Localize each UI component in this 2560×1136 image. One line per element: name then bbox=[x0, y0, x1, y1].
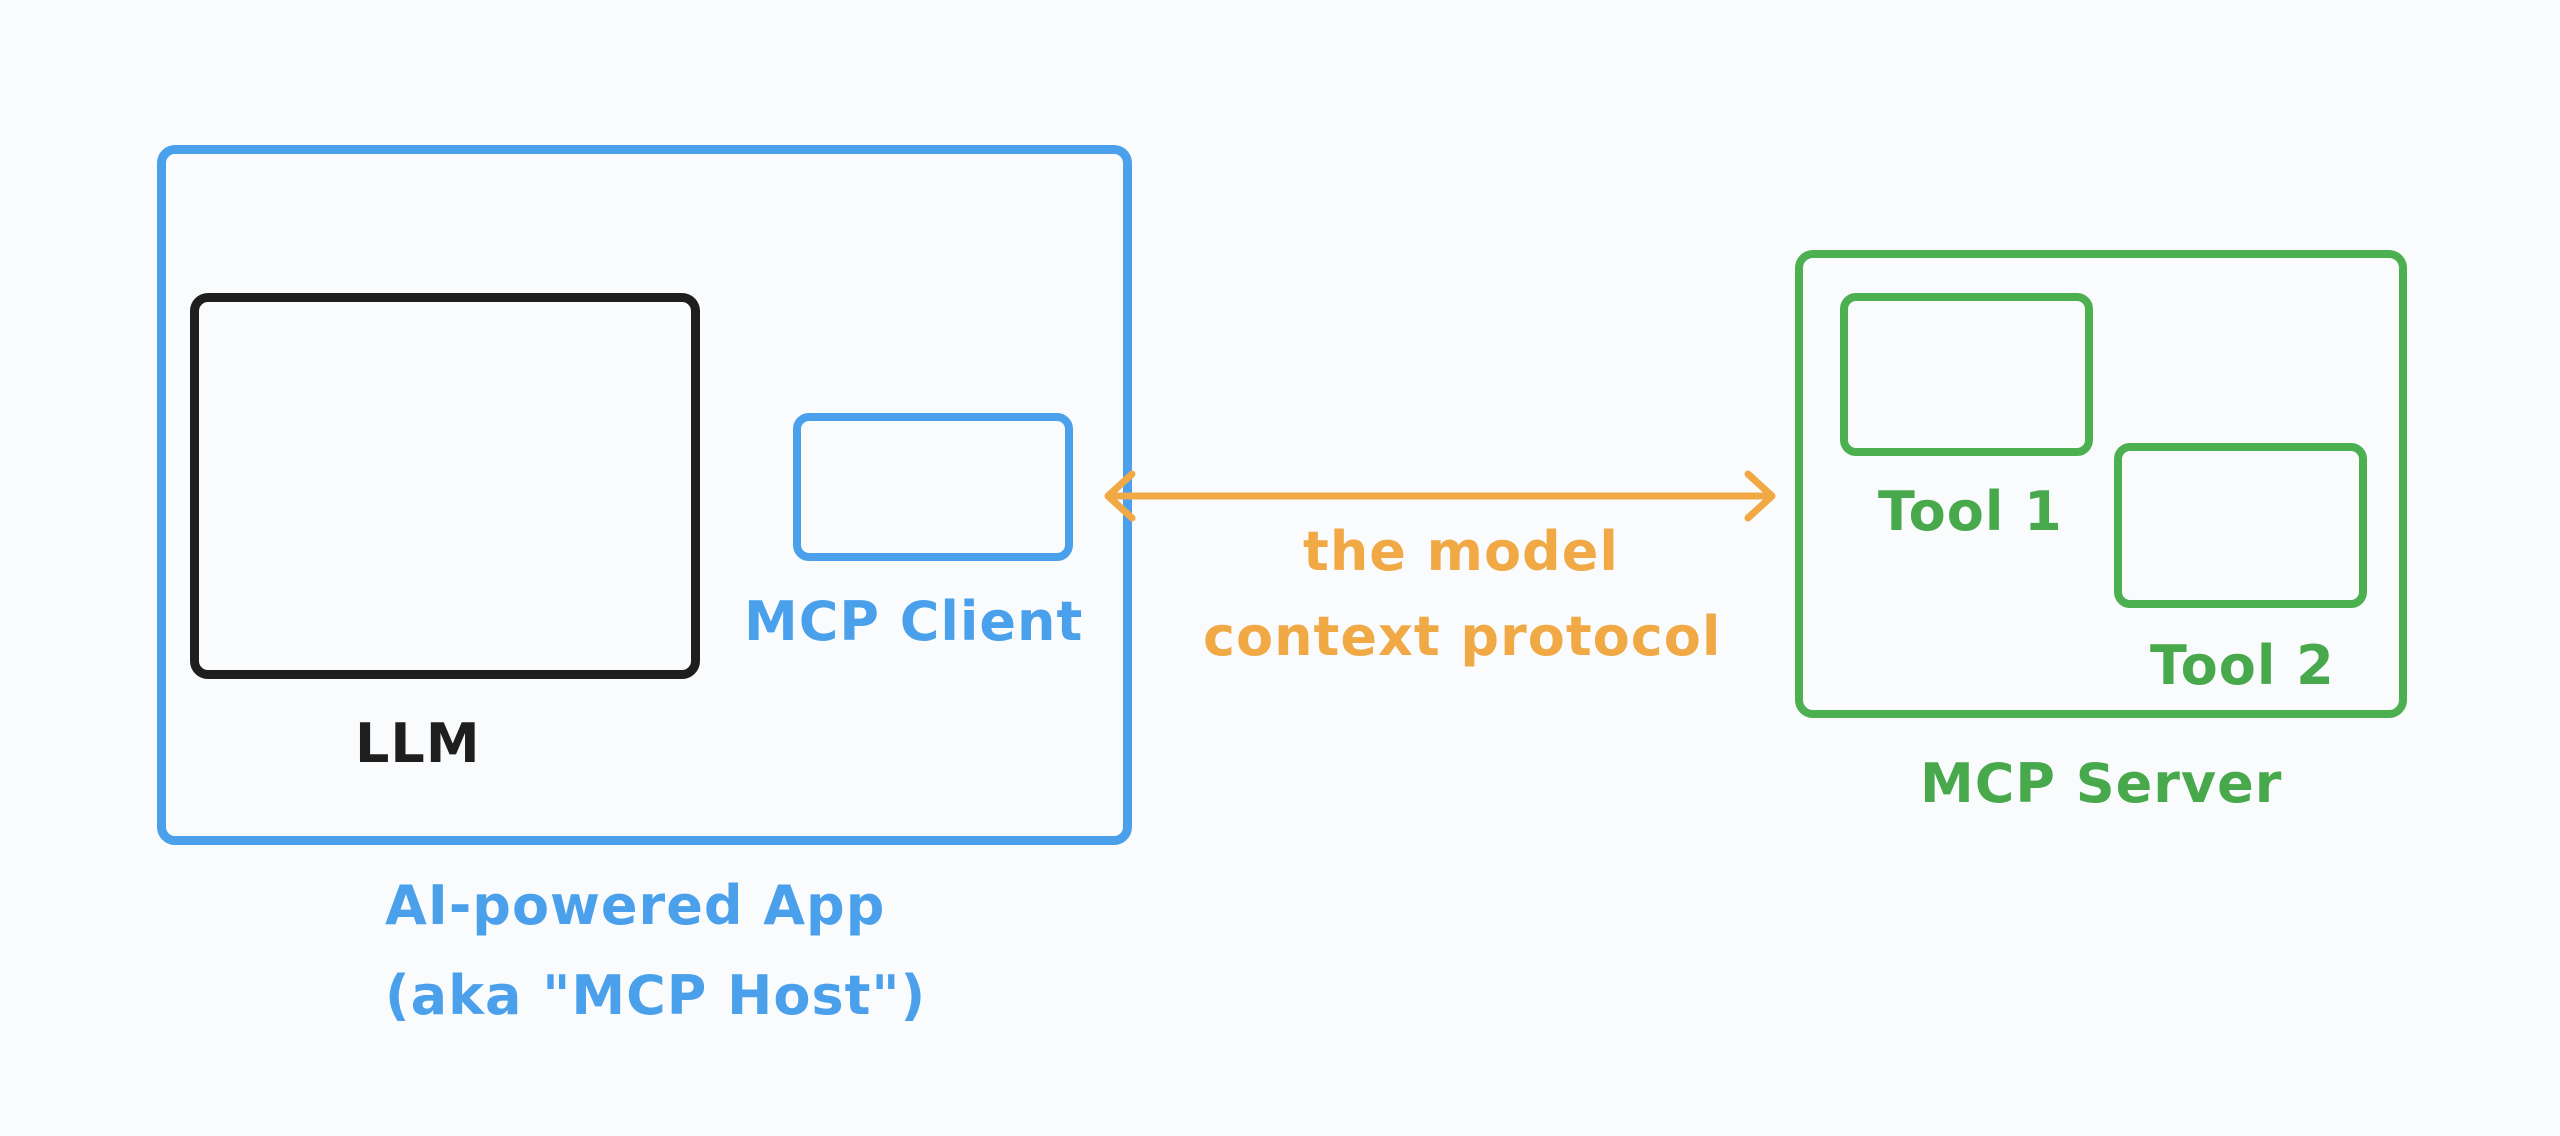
protocol-arrowhead-left bbox=[1104, 470, 1136, 522]
protocol-label-line1: the model bbox=[1303, 520, 1619, 583]
mcp-client-box bbox=[793, 413, 1073, 561]
protocol-arrow bbox=[1104, 470, 1776, 522]
mcp-server-label: MCP Server bbox=[1920, 752, 2283, 815]
mcp-client-label: MCP Client bbox=[744, 590, 1084, 653]
tool-2-label: Tool 2 bbox=[2150, 634, 2335, 697]
tool-1-label: Tool 1 bbox=[1878, 480, 2063, 543]
protocol-label-line2: context protocol bbox=[1203, 605, 1722, 668]
llm-box bbox=[190, 293, 700, 679]
llm-label: LLM bbox=[355, 712, 481, 775]
protocol-arrowhead-right bbox=[1744, 470, 1776, 522]
mcp-host-label-line1: AI-powered App bbox=[385, 874, 886, 937]
mcp-host-label-line2: (aka "MCP Host") bbox=[385, 964, 927, 1027]
tool-2-box bbox=[2114, 443, 2367, 608]
tool-1-box bbox=[1840, 293, 2093, 456]
mcp-server-box bbox=[1795, 250, 2407, 718]
